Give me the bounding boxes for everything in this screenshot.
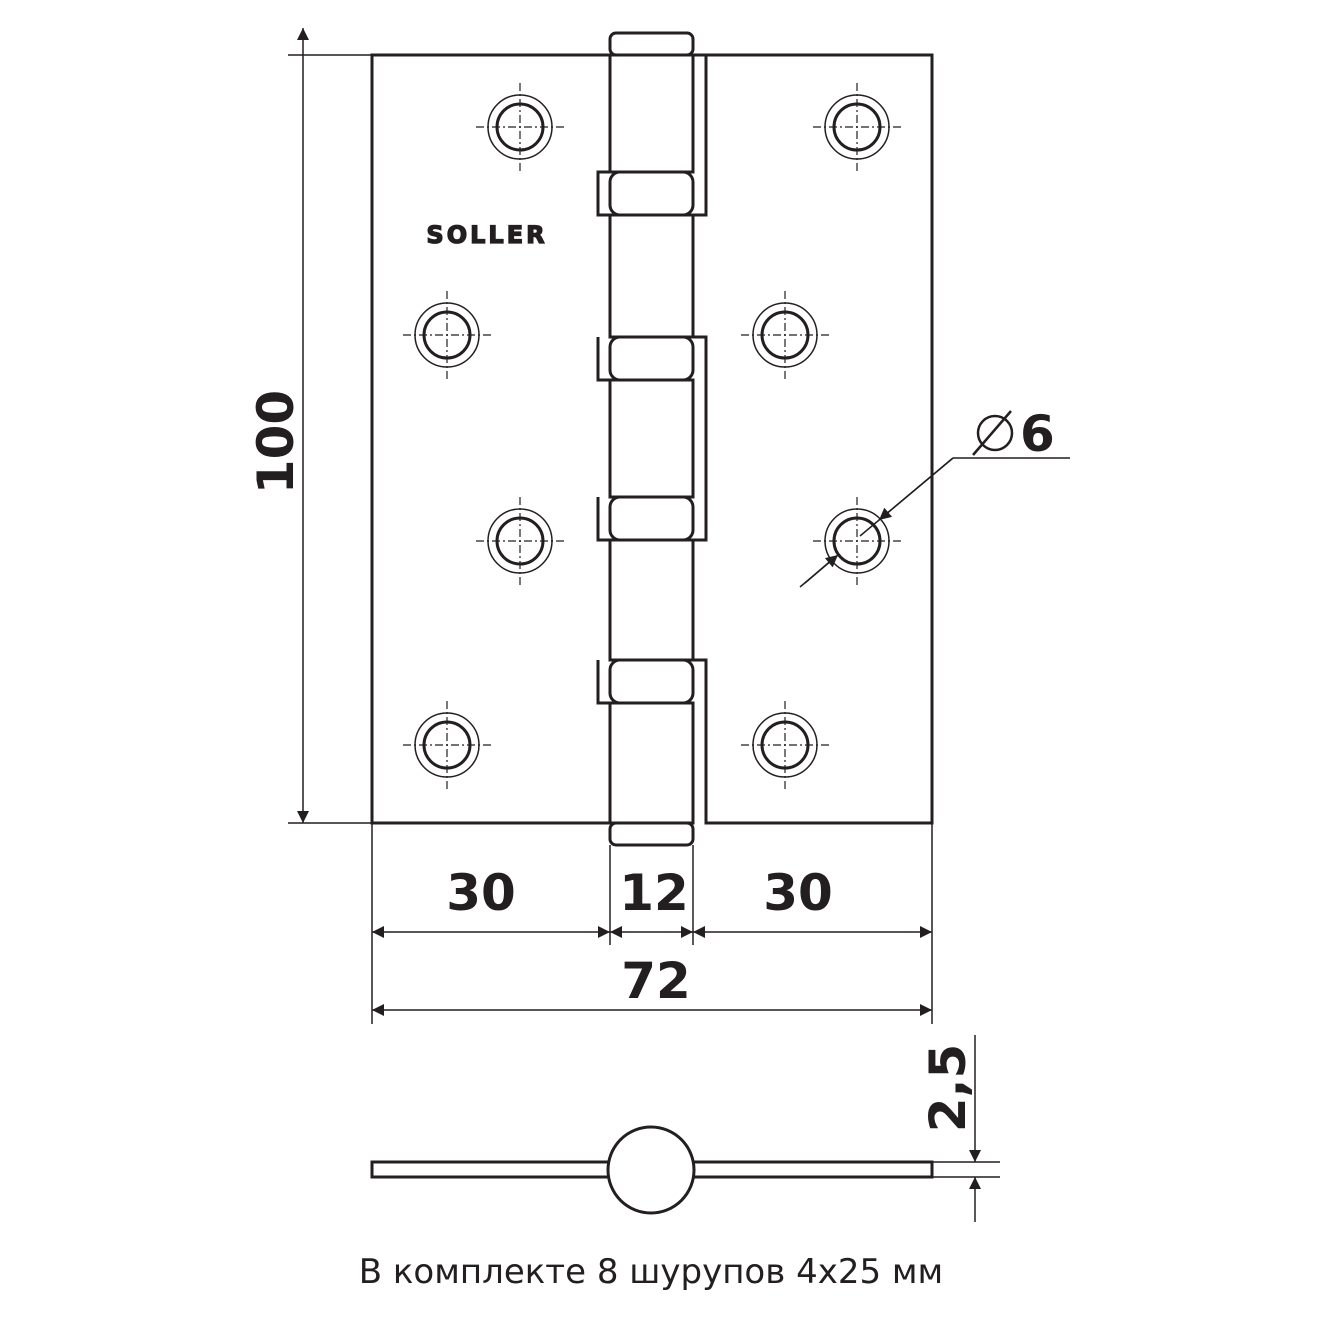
screw-hole [739,699,831,791]
screw-hole [811,81,903,173]
total-width-label: 72 [621,952,691,1010]
left-leaf [370,53,610,825]
screw-hole [811,495,903,587]
brand-logo: SOLLER [426,221,547,249]
thickness-label: 2,5 [919,1044,977,1133]
knuckle [608,31,695,847]
leaf-left-label: 30 [446,864,516,922]
screw-hole [474,495,566,587]
screw-hole [739,289,831,381]
diameter-icon [976,414,1014,452]
screw-hole [474,81,566,173]
side-view [370,1125,934,1215]
screw-hole [401,289,493,381]
knuckle-label: 12 [619,864,689,922]
leaf-right-label: 30 [763,864,833,922]
svg-text:6: 6 [1020,405,1055,463]
screw-hole [401,699,493,791]
right-leaf [693,53,934,825]
diameter-label: 6 [972,405,1055,463]
caption: В комплекте 8 шурупов 4x25 мм [359,1252,943,1292]
height-label: 100 [247,390,305,494]
